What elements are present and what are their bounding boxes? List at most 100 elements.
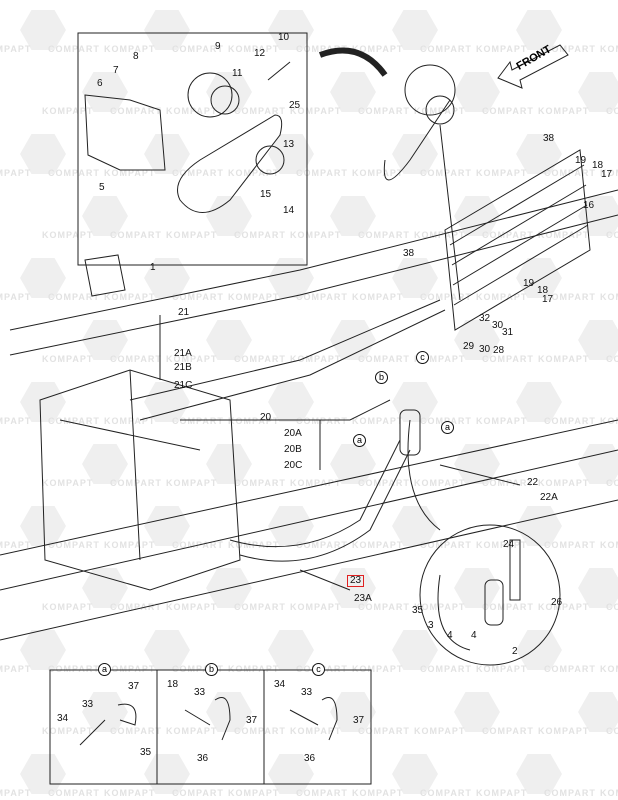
watermark-hex-icon — [20, 754, 66, 794]
callout-a: a — [353, 434, 366, 447]
part-label: 36 — [197, 753, 209, 764]
watermark-text: COMPART — [358, 230, 410, 240]
part-label-19: 19 — [523, 278, 535, 289]
watermark-text: KOMPAPT — [352, 540, 404, 550]
watermark-text: KOMPAPT — [352, 168, 404, 178]
watermark-text: COMPART — [544, 168, 596, 178]
watermark-text: COMPART — [48, 292, 100, 302]
watermark-text: COMPART — [544, 416, 596, 426]
watermark-text: KOMPAPT — [104, 788, 156, 798]
part-label-6: 6 — [97, 78, 103, 89]
watermark-text: KOMPAPT — [476, 788, 528, 798]
watermark-text: KOMPAPT — [600, 540, 618, 550]
watermark-hex-icon — [516, 630, 562, 670]
compressor-inset-frame — [77, 32, 308, 266]
watermark-text: KOMPAPT — [166, 354, 218, 364]
watermark-text: KOMPAPT — [538, 726, 590, 736]
watermark-text: COMPART — [296, 44, 348, 54]
receiver-dryer — [399, 409, 421, 456]
watermark-text: COMPART — [544, 292, 596, 302]
watermark-hex-icon — [268, 754, 314, 794]
watermark-text: KOMPAPT — [538, 478, 590, 488]
watermark-text: KOMPAPT — [228, 44, 280, 54]
part-label-38: 38 — [543, 133, 555, 144]
watermark-text: KOMPAPT — [228, 788, 280, 798]
watermark-hex-icon — [82, 196, 128, 236]
watermark-text: COMPART — [606, 230, 618, 240]
watermark-hex-icon — [330, 692, 376, 732]
watermark-text: KOMPAPT — [0, 44, 32, 54]
watermark-hex-icon — [392, 506, 438, 546]
part-label-23: 23 — [347, 575, 365, 587]
watermark-text: KOMPAPT — [476, 540, 528, 550]
watermark-text: KOMPAPT — [600, 292, 618, 302]
part-label-28: 28 — [493, 345, 505, 356]
part-label: 35 — [140, 747, 152, 758]
part-label-12: 12 — [254, 48, 266, 59]
watermark-text: COMPART — [358, 354, 410, 364]
watermark-hex-icon — [144, 10, 190, 50]
watermark-text: COMPART — [48, 788, 100, 798]
panel-a-title: a — [98, 663, 111, 676]
part-label-10: 10 — [278, 32, 290, 43]
hose-21 — [129, 299, 446, 421]
part-label-3: 3 — [428, 620, 434, 631]
part-label-25: 25 — [289, 100, 301, 111]
part-label-13: 13 — [283, 139, 295, 150]
watermark-text: COMPART — [48, 540, 100, 550]
watermark-text: COMPART — [606, 726, 618, 736]
watermark-text: KOMPAPT — [414, 478, 466, 488]
watermark-hex-icon — [516, 754, 562, 794]
watermark-text: KOMPAPT — [104, 292, 156, 302]
control-unit-1 — [84, 254, 126, 297]
part-label-21: 21 — [178, 307, 190, 318]
watermark-text: KOMPAPT — [290, 478, 342, 488]
watermark-text: KOMPAPT — [0, 540, 32, 550]
watermark-text: KOMPAPT — [476, 416, 528, 426]
watermark-text: KOMPAPT — [538, 602, 590, 612]
watermark-text: KOMPAPT — [0, 416, 32, 426]
tensioner-13 — [255, 145, 285, 175]
watermark-text: COMPART — [606, 106, 618, 116]
watermark-text: COMPART — [296, 416, 348, 426]
belt-25 — [177, 114, 283, 213]
watermark-hex-icon — [392, 630, 438, 670]
watermark-hex-icon — [144, 506, 190, 546]
panel-c-title: c — [312, 663, 325, 676]
watermark-text: KOMPAPT — [42, 726, 94, 736]
part-label: 36 — [304, 753, 316, 764]
watermark-text: COMPART — [420, 788, 472, 798]
watermark-hex-icon — [144, 630, 190, 670]
hose-23 — [229, 439, 411, 562]
watermark-text: COMPART — [296, 540, 348, 550]
watermark-text: COMPART — [296, 292, 348, 302]
watermark-text: KOMPAPT — [228, 168, 280, 178]
watermark-hex-icon — [206, 692, 252, 732]
watermark-text: COMPART — [234, 602, 286, 612]
watermark-text: COMPART — [482, 478, 534, 488]
watermark-hex-icon — [516, 10, 562, 50]
hose-20 — [180, 399, 391, 421]
part-label-38: 38 — [403, 248, 415, 259]
watermark-text: KOMPAPT — [600, 664, 618, 674]
watermark-text: KOMPAPT — [476, 292, 528, 302]
watermark-hex-icon — [20, 630, 66, 670]
watermark-text: KOMPAPT — [228, 664, 280, 674]
watermark-hex-icon — [144, 754, 190, 794]
watermark-text: KOMPAPT — [104, 540, 156, 550]
watermark-text: COMPART — [358, 602, 410, 612]
part-label: 33 — [194, 687, 206, 698]
watermark-hex-icon — [268, 630, 314, 670]
watermark-text: KOMPAPT — [42, 230, 94, 240]
watermark-text: COMPART — [48, 168, 100, 178]
watermark-text: COMPART — [544, 788, 596, 798]
watermark-text: COMPART — [296, 168, 348, 178]
part-label-20B: 20B — [284, 444, 302, 455]
watermark-text: KOMPAPT — [600, 416, 618, 426]
part-label-17: 17 — [601, 169, 613, 180]
part-label-30: 30 — [492, 320, 504, 331]
watermark-text: KOMPAPT — [42, 354, 94, 364]
watermark-text: COMPART — [110, 106, 162, 116]
watermark-text: COMPART — [172, 416, 224, 426]
